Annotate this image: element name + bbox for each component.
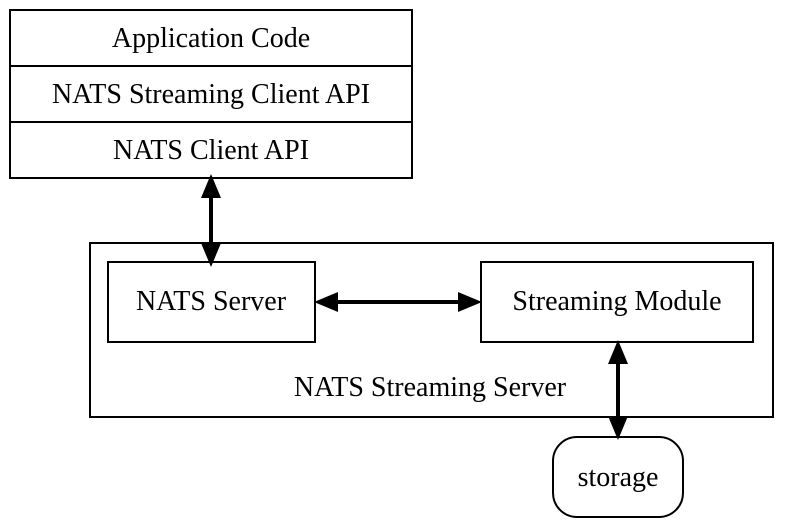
storage-node: storage — [552, 436, 684, 518]
client-stack-frame — [9, 9, 413, 179]
arrowhead-down — [201, 243, 221, 267]
streaming-module-label: Streaming Module — [512, 286, 721, 317]
layer-application-code: Application Code — [112, 23, 310, 54]
connector-nats-server-to-streaming-module — [314, 292, 482, 312]
nats-server-label: NATS Server — [136, 286, 287, 317]
nats-streaming-server-label: NATS Streaming Server — [294, 372, 567, 403]
nats-streaming-server: NATS Streaming Server NATS Server Stream… — [89, 242, 774, 418]
arrowhead-up — [201, 174, 221, 198]
arrowhead-down — [608, 416, 628, 440]
client-stack: Application Code NATS Streaming Client A… — [9, 9, 413, 179]
arrowhead-right — [458, 292, 482, 312]
layer-nats-streaming-client-api: NATS Streaming Client API — [52, 79, 370, 110]
connector-streaming-module-to-storage — [608, 340, 628, 440]
arrowhead-left — [314, 292, 338, 312]
storage-label: storage — [578, 462, 659, 493]
layer-nats-client-api: NATS Client API — [113, 135, 309, 166]
nats-server-box — [107, 261, 316, 343]
connector-client-to-nats-server — [201, 174, 221, 267]
arrowhead-up — [608, 340, 628, 364]
